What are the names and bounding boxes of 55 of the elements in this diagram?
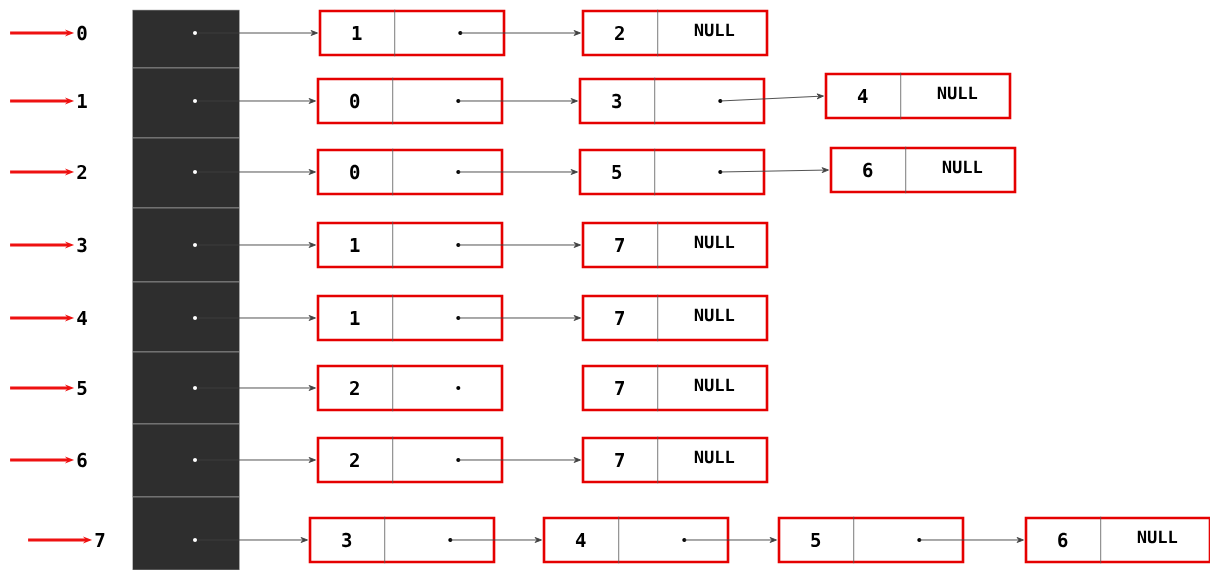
arrow <box>457 169 578 175</box>
array-cell: 2 <box>77 137 240 209</box>
arrow <box>457 457 581 463</box>
list-node: 3 <box>308 516 496 564</box>
arrow <box>449 537 542 543</box>
list-node: 0 <box>316 77 504 125</box>
array-cell: 1 <box>78 67 240 139</box>
arrow <box>457 315 581 321</box>
list-node: 1 <box>318 9 506 57</box>
list-node: 4 NULL <box>824 72 1012 120</box>
list-node: 6 NULL <box>1024 516 1210 564</box>
node-label: 0 <box>77 25 87 41</box>
node-label: 1 <box>78 94 87 108</box>
list-node: 1 <box>316 294 504 342</box>
list-node: 2 <box>316 364 504 412</box>
list-node: 4 <box>542 516 730 564</box>
arrow <box>719 167 829 174</box>
node-label: 7 <box>95 533 105 547</box>
arrow <box>197 98 316 104</box>
array-cell: 6 <box>77 423 240 498</box>
list-node: 5 <box>777 516 965 564</box>
list-node: 5 <box>578 148 766 196</box>
array-cell: 7 <box>95 496 240 570</box>
list-node: 6 NULL <box>829 146 1017 194</box>
node-label: 2 <box>77 164 87 180</box>
arrow <box>197 385 316 391</box>
arrow <box>457 98 578 104</box>
array-cell: 4 <box>77 281 240 353</box>
list-node: 1 <box>316 221 504 269</box>
list-node: 0 <box>316 148 504 196</box>
list-node: 3 <box>578 77 766 125</box>
node-label: 4 <box>77 311 87 325</box>
arrow <box>457 242 581 248</box>
list-node: 7 NULL <box>581 294 769 342</box>
list-node: 7 NULL <box>581 221 769 269</box>
node-label: 3 <box>77 237 87 253</box>
array-cell: 0 <box>77 9 240 69</box>
node-label: 5 <box>77 380 87 396</box>
list-node: 7 NULL <box>581 436 769 484</box>
array-cell: 5 <box>77 351 240 425</box>
arrow <box>683 537 777 543</box>
arrow <box>197 169 316 175</box>
arrow <box>719 93 824 102</box>
arrow <box>197 242 316 248</box>
list-node: 2 <box>316 436 504 484</box>
arrow <box>197 30 318 36</box>
arrow <box>197 315 316 321</box>
arrow <box>918 537 1024 543</box>
list-node: 2 NULL <box>581 9 769 57</box>
arrow <box>197 457 316 463</box>
arrow <box>197 537 308 543</box>
list-node: 7 NULL <box>581 364 769 412</box>
node-label: 6 <box>77 452 87 468</box>
array-cell: 3 <box>77 207 240 283</box>
arrow <box>459 30 581 36</box>
